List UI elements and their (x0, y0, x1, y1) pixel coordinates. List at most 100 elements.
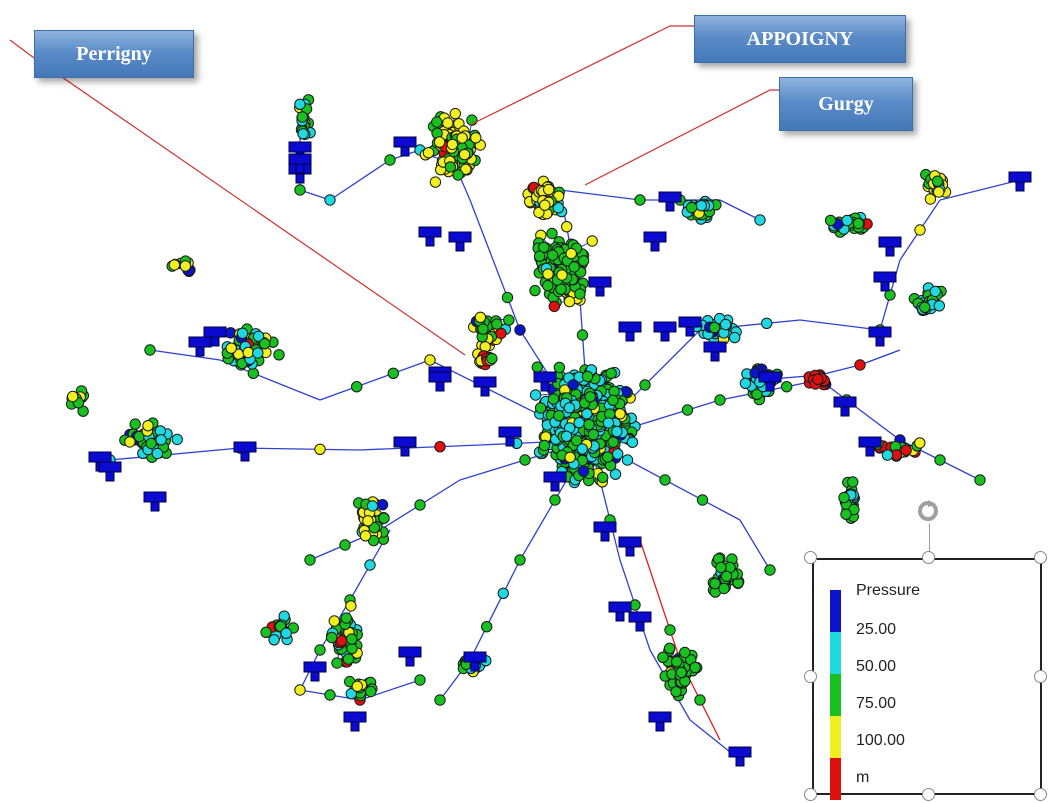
junction-node (452, 169, 464, 181)
junction-node (346, 642, 358, 655)
junction-node (304, 554, 316, 566)
junction-node (533, 250, 546, 262)
junction-node (781, 381, 793, 393)
callout-leader-line (9, 39, 466, 356)
reservoir-tank-icon (233, 441, 257, 462)
junction-node (764, 564, 776, 576)
junction-node (345, 600, 357, 612)
junction-node (560, 430, 573, 442)
junction-node (260, 626, 272, 638)
junction-node (168, 259, 181, 271)
junction-node (583, 418, 595, 431)
junction-node (242, 346, 254, 359)
junction-node (294, 684, 306, 696)
junction-node (449, 107, 461, 120)
junction-node (621, 454, 634, 466)
junction-node (331, 657, 343, 669)
junction-node (609, 468, 622, 480)
junction-node (225, 342, 237, 354)
resize-handle[interactable] (922, 788, 935, 801)
junction-node (708, 321, 721, 334)
junction-node (597, 471, 609, 484)
callout-leader-line (469, 25, 695, 126)
junction-node (694, 694, 706, 706)
reservoir-tank-icon (498, 426, 522, 447)
junction-node (602, 417, 615, 429)
junction-node (326, 631, 338, 644)
reservoir-tank-icon (588, 276, 612, 297)
legend-break: 100.00 (856, 732, 905, 749)
junction-node (501, 291, 514, 304)
junction-node (564, 451, 576, 463)
junction-node (151, 447, 164, 460)
junction-node (529, 389, 542, 401)
junction-node (145, 437, 157, 450)
place-label-text: APPOIGNY (746, 27, 854, 50)
junction-node (247, 367, 260, 379)
pipe-segment (329, 159, 391, 201)
reservoir-tank-icon (643, 231, 667, 252)
junction-node (718, 582, 730, 595)
reservoir-tank-icon (303, 661, 327, 682)
pipe-segment (319, 359, 431, 401)
junction-node (689, 661, 701, 674)
junction-node (696, 494, 709, 506)
junction-node (720, 570, 733, 582)
junction-node (577, 255, 590, 267)
junction-node (812, 373, 824, 385)
reservoir-tank-icon (833, 396, 857, 417)
junction-node (67, 390, 79, 403)
reservoir-tank-icon (143, 491, 167, 512)
junction-node (547, 393, 560, 405)
junction-node (460, 163, 472, 176)
junction-node (679, 646, 691, 659)
junction-node (534, 402, 547, 414)
pipe-segment (109, 447, 241, 461)
junction-node (387, 367, 399, 379)
reservoir-tank-icon (703, 341, 727, 362)
legend-break: 25.00 (856, 621, 897, 638)
junction-node (761, 317, 773, 329)
junction-node (351, 381, 363, 393)
junction-node (368, 522, 380, 534)
junction-node (497, 587, 509, 599)
junction-node (602, 451, 614, 463)
resize-handle[interactable] (804, 551, 817, 564)
junction-node (252, 347, 264, 359)
junction-node (495, 327, 507, 340)
rotate-handle-icon[interactable] (915, 498, 941, 524)
junction-node (433, 136, 446, 148)
reservoir-tank-icon (618, 536, 642, 557)
pressure-legend[interactable]: Pressure 25.00 50.00 75.00 100.00 m (812, 558, 1042, 800)
legend-swatch-yellow (830, 716, 841, 758)
resize-handle[interactable] (1034, 670, 1047, 683)
junction-node (378, 512, 390, 524)
place-label-perrigny: Perrigny (34, 30, 194, 78)
resize-handle[interactable] (922, 551, 935, 564)
resize-handle[interactable] (804, 788, 817, 801)
junction-node (514, 324, 526, 336)
reservoir-tank-icon (343, 711, 367, 732)
place-label-gurgy: Gurgy (779, 77, 913, 131)
junction-node (933, 186, 945, 198)
junction-node (719, 318, 732, 331)
junction-node (840, 508, 852, 520)
legend-title: Pressure (856, 582, 921, 599)
junction-node (335, 635, 348, 647)
junction-node (144, 344, 156, 356)
junction-node (586, 235, 598, 247)
junction-node (576, 329, 589, 341)
junction-node (881, 449, 894, 461)
resize-handle[interactable] (1034, 551, 1047, 564)
junction-node (556, 269, 568, 281)
junction-node (414, 499, 426, 511)
junction-node (414, 674, 426, 686)
reservoir-tank-icon (448, 231, 472, 252)
junction-node (444, 161, 457, 173)
junction-node (424, 354, 436, 366)
resize-handle[interactable] (1034, 788, 1047, 801)
resize-handle[interactable] (804, 670, 817, 683)
junction-node (324, 194, 336, 206)
junction-node (351, 680, 363, 692)
place-label-text: Perrigny (76, 42, 152, 65)
